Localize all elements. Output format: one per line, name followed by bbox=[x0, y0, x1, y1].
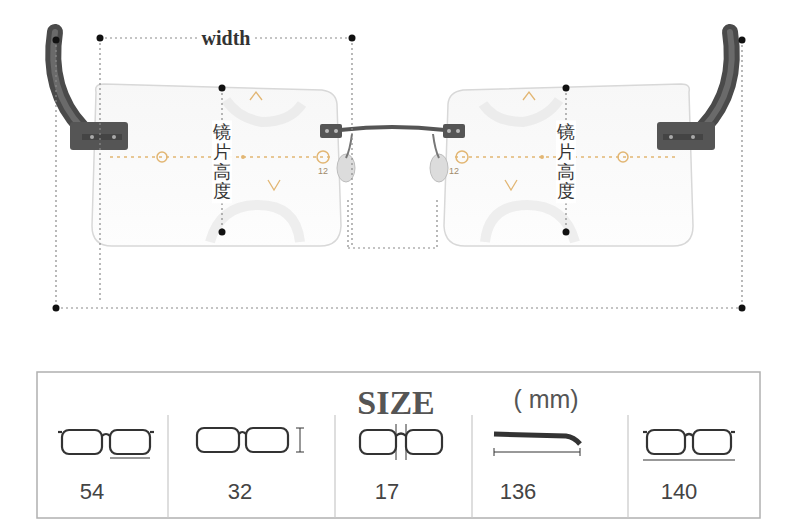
dimension-label: width bbox=[199, 27, 254, 49]
zone-number: 12 bbox=[449, 167, 459, 177]
lens-height-label: 镜片高度 bbox=[556, 120, 576, 203]
size-value: 17 bbox=[375, 480, 399, 504]
unit-label: ( mm) bbox=[513, 386, 578, 414]
size-value: 54 bbox=[80, 480, 104, 504]
table-heading: SIZE bbox=[357, 384, 435, 421]
size-value: 136 bbox=[500, 480, 537, 504]
zone-number: 12 bbox=[318, 167, 328, 177]
size-value: 32 bbox=[228, 480, 252, 504]
lens-height-label: 镜片高度 bbox=[212, 120, 232, 203]
size-value: 140 bbox=[661, 480, 698, 504]
